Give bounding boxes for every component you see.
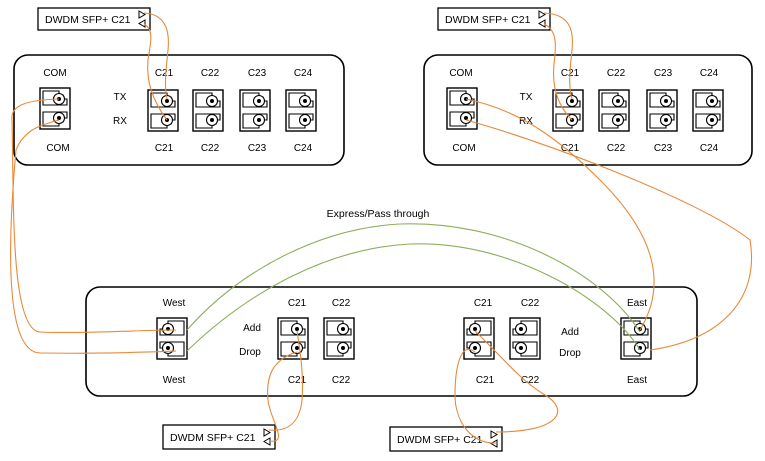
oadm-unit: West West Add Drop C21 C22 C21 C22 C21 C… (85, 286, 698, 397)
sfp-label: DWDM SFP+ C21 (170, 432, 256, 444)
channel-label: C21 (476, 375, 495, 386)
fiber (474, 330, 559, 433)
com-label-top: COM (43, 68, 66, 79)
channel-port (192, 89, 224, 132)
fiber (543, 12, 573, 100)
add-label-right: Add (561, 327, 579, 338)
add-drop-port (509, 317, 541, 360)
channel-label: C22 (521, 375, 540, 386)
channel-label: C23 (654, 68, 673, 79)
fiber (454, 348, 497, 444)
fiber (465, 119, 752, 351)
com-port (446, 87, 478, 130)
channel-port (598, 89, 630, 132)
east-label-top: East (627, 298, 647, 309)
sfp-module-top-left: DWDM SFP+ C21 (37, 7, 151, 31)
add-drop-port (323, 317, 355, 360)
com-port (39, 87, 71, 130)
channel-label: C21 (155, 68, 174, 79)
mux-right: COM COM TX RX C21 C22 C23 C24 C21 C22 C2… (423, 54, 753, 166)
com-label-bottom: COM (452, 143, 475, 154)
channel-port (692, 89, 724, 132)
channel-label: C22 (607, 68, 626, 79)
fiber (11, 98, 177, 334)
add-label-left: Add (243, 323, 261, 334)
drop-label-right: Drop (559, 348, 581, 359)
west-label-bottom: West (163, 375, 186, 386)
channel-label: C22 (332, 298, 351, 309)
express-fiber (186, 243, 641, 352)
west-label-top: West (163, 298, 186, 309)
tx-label: TX (114, 92, 127, 103)
fiber (268, 330, 304, 431)
channel-label: C24 (700, 143, 719, 154)
channel-label: C21 (288, 298, 307, 309)
fiber (267, 351, 298, 442)
add-drop-port (463, 317, 495, 360)
channel-label: C21 (155, 143, 174, 154)
fiber (10, 119, 177, 354)
channel-port (147, 89, 179, 132)
fiber (143, 12, 169, 100)
channel-port (646, 89, 678, 132)
channel-label: C22 (607, 143, 626, 154)
channel-label: C22 (201, 143, 220, 154)
com-label-bottom: COM (46, 143, 69, 154)
channel-label: C23 (248, 143, 267, 154)
channel-label: C21 (474, 298, 493, 309)
east-label-bottom: East (627, 375, 647, 386)
channel-label: C23 (654, 143, 673, 154)
channel-label: C22 (332, 375, 351, 386)
channel-label: C23 (248, 68, 267, 79)
west-port (156, 317, 188, 360)
rx-label: RX (113, 116, 127, 127)
channel-label: C24 (700, 68, 719, 79)
fiber (143, 23, 168, 121)
channel-label: C22 (201, 68, 220, 79)
tx-label: TX (520, 92, 533, 103)
channel-label: C21 (288, 375, 307, 386)
sfp-module-bottom-left: DWDM SFP+ C21 (162, 424, 276, 450)
channel-port (285, 89, 317, 132)
channel-label: C24 (294, 143, 313, 154)
sfp-label: DWDM SFP+ C21 (397, 434, 483, 446)
channel-port (239, 89, 271, 132)
com-label-top: COM (449, 68, 472, 79)
east-port (620, 317, 652, 360)
fiber (543, 23, 573, 121)
sfp-label: DWDM SFP+ C21 (445, 14, 531, 26)
channel-label: C21 (561, 143, 580, 154)
drop-label-left: Drop (239, 347, 261, 358)
express-fiber (186, 223, 641, 333)
channel-label: C24 (294, 68, 313, 79)
channel-label: C22 (521, 298, 540, 309)
sfp-label: DWDM SFP+ C21 (45, 14, 131, 26)
express-label: Express/Pass through (327, 208, 430, 220)
fiber (465, 98, 655, 331)
sfp-module-bottom-right: DWDM SFP+ C21 (389, 426, 503, 452)
mux-left: COM COM TX RX C21 C22 C23 C24 C21 C22 C2… (13, 54, 345, 166)
sfp-module-top-right: DWDM SFP+ C21 (437, 7, 551, 31)
